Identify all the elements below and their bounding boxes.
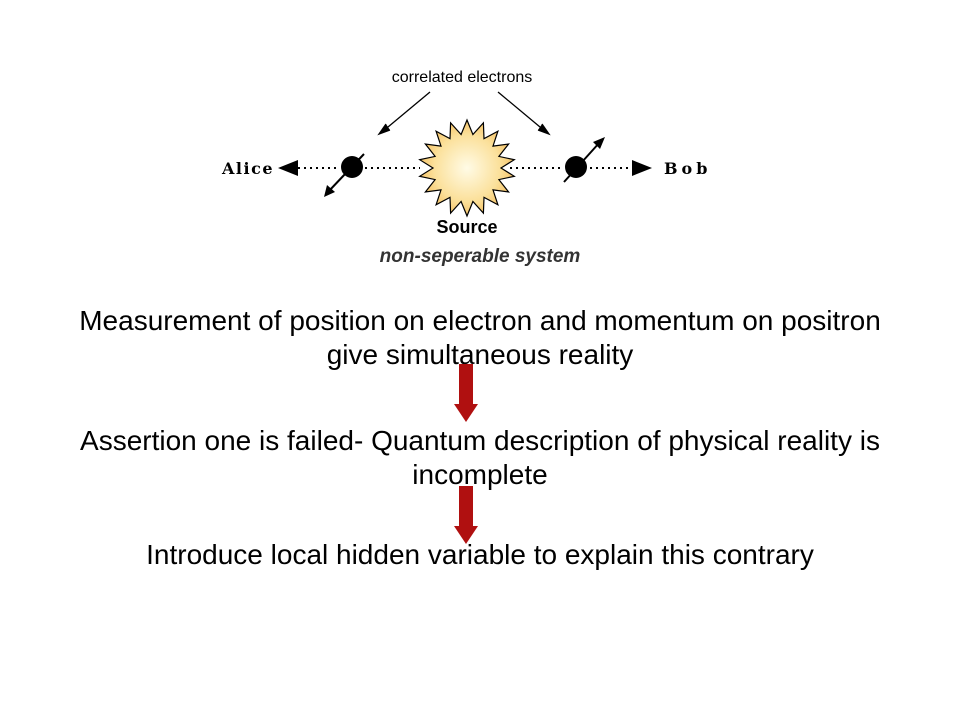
source-label: Source — [436, 217, 497, 237]
diagram-caption: non-seperable system — [379, 246, 581, 267]
alice-label: Alice — [221, 159, 274, 178]
bob-label: Bob — [664, 159, 711, 178]
down-arrow-icon — [454, 486, 478, 544]
correlated-pointer-left — [377, 91, 431, 136]
electron-left-icon — [324, 153, 365, 197]
down-arrow-icon — [454, 364, 478, 422]
correlated-electrons-label: correlated electrons — [392, 69, 533, 86]
source-starburst-icon — [418, 118, 516, 218]
epr-diagram: correlated electrons Source Alice Bob — [221, 69, 711, 237]
statement-assertion-failed: Assertion one is failed- Quantum descrip… — [80, 425, 880, 490]
statement-measurement: Measurement of position on electron and … — [79, 305, 881, 370]
electron-right-icon — [563, 137, 605, 183]
alice-arrowhead-icon — [278, 160, 298, 176]
correlated-pointer-right — [497, 91, 551, 136]
bob-arrowhead-icon — [632, 160, 652, 176]
statement-hidden-variable: Introduce local hidden variable to expla… — [146, 539, 814, 570]
